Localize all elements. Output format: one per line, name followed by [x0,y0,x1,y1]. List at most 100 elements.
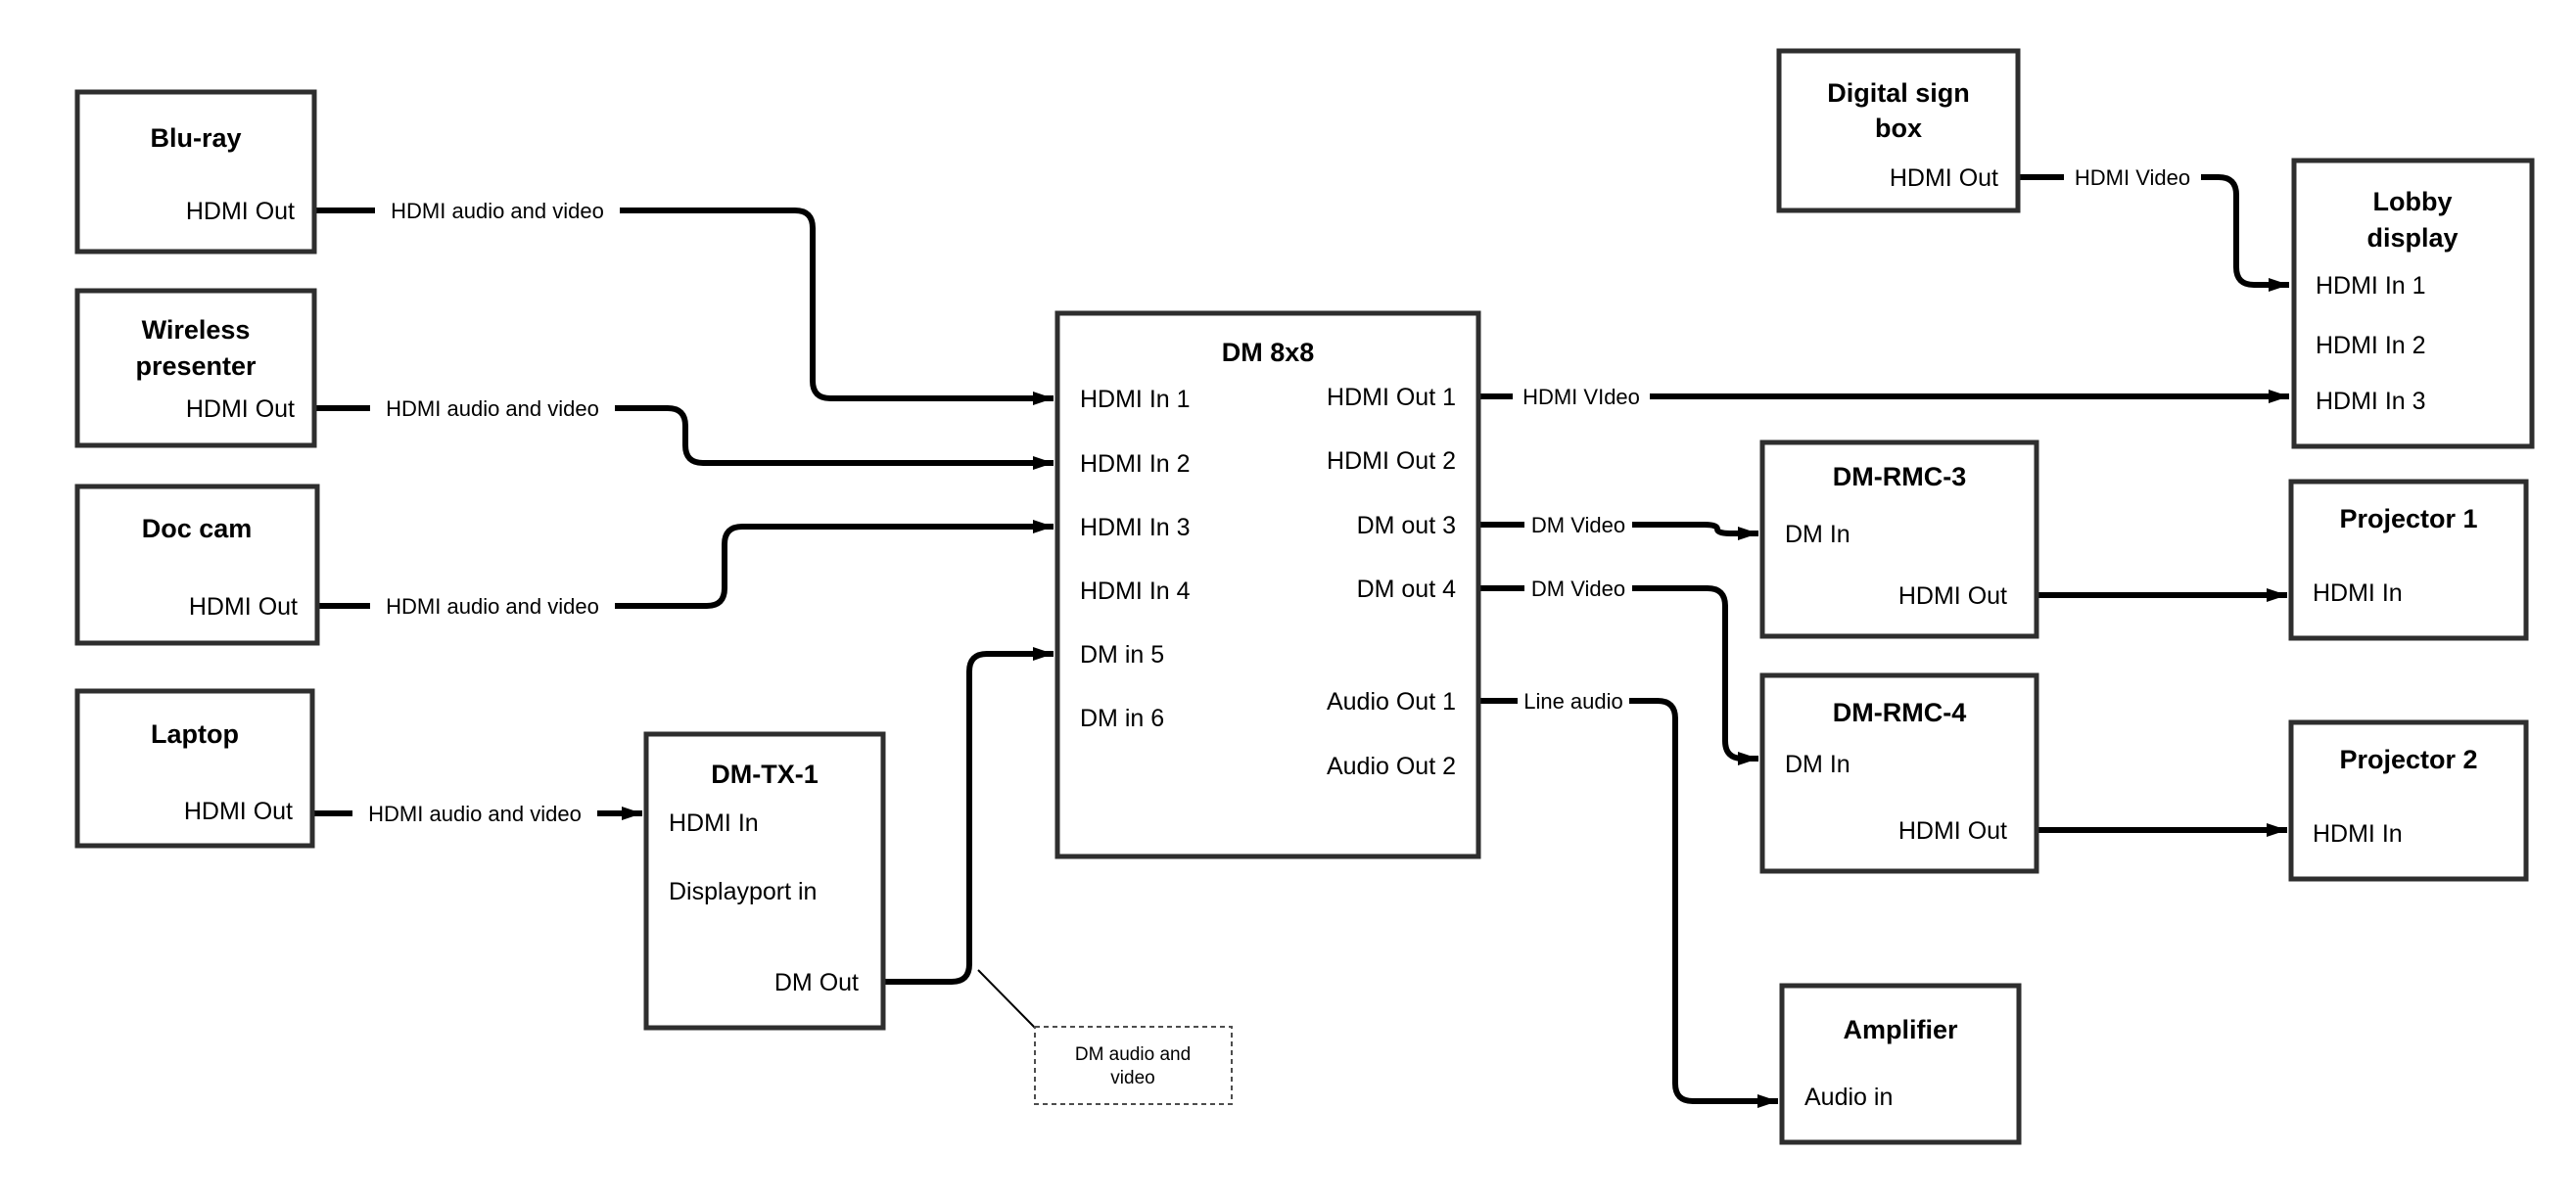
port-dm8x8-audio-out-2: Audio Out 2 [1327,753,1456,780]
node-projector-2-title: Projector 2 [2339,745,2477,774]
edge-label-wireless: HDMI audio and video [386,396,599,421]
port-dm8x8-hdmi-in-3: HDMI In 3 [1080,514,1191,541]
node-dm-8x8-title: DM 8x8 [1222,338,1315,367]
node-wireless-presenter-title: presenter [135,351,257,381]
edge-label-bg [1513,382,1650,411]
annotation-leader-line [977,969,1037,1030]
port-proj2-hdmi-in: HDMI In [2313,820,2403,848]
edge-label-bg [2064,162,2201,192]
port-dm8x8-dm-in-6: DM in 6 [1080,705,1164,732]
edge-wireless-to-dm8x8-in2 [314,405,1054,470]
edge-label-bg [375,196,620,225]
node-wireless-presenter-title: Wireless [142,315,251,345]
edge-label-bg [1524,574,1632,603]
port-dm8x8-audio-out-1: Audio Out 1 [1327,688,1456,716]
node-dm-8x8: DM 8x8 HDMI In 1 HDMI In 2 HDMI In 3 HDM… [1054,310,1481,859]
edge-label-dm-out3: DM Video [1531,513,1625,537]
node-amplifier-title: Amplifier [1843,1015,1958,1044]
port-lobby-hdmi-in-2: HDMI In 2 [2316,332,2426,359]
annotation-dm-audio-video: DM audio and video [1034,1026,1233,1105]
edge-label-digitalsign: HDMI Video [2075,165,2190,190]
port-lobby-hdmi-in-1: HDMI In 1 [2316,272,2426,300]
node-wireless-presenter-box [74,288,317,448]
node-projector-1-box [2288,479,2529,641]
port-dmtx1-displayport-in: Displayport in [669,878,817,905]
edge-label-hdmi-out1: HDMI VIdeo [1522,385,1640,409]
node-laptop: Laptop HDMI Out [74,688,315,849]
node-lobby-display-box [2291,158,2535,449]
edge-label-bg [352,799,597,828]
port-dm8x8-hdmi-in-2: HDMI In 2 [1080,450,1191,478]
node-dm-rmc-3: DM-RMC-3 DM In HDMI Out [1759,439,2039,639]
node-projector-2-box [2288,719,2529,882]
node-digital-sign-box-box [1776,48,2021,213]
node-projector-2: Projector 2 HDMI In [2288,719,2529,882]
node-projector-1-title: Projector 1 [2339,504,2477,533]
annotation-text: video [1110,1068,1154,1088]
edge-label-bg [370,393,615,423]
node-dm-rmc-4-title: DM-RMC-4 [1833,698,1966,727]
edge-bluray-to-dm8x8-in1 [314,208,1054,405]
edge-label-doccam: HDMI audio and video [386,594,599,619]
node-doc-cam-title: Doc cam [142,514,253,543]
annotation-text: DM audio and [1075,1044,1191,1065]
node-doc-cam-box [74,484,320,646]
edge-dmtx1-to-dm8x8-in5 [883,647,1054,985]
port-digitalsign-hdmi-out: HDMI Out [1890,164,1998,192]
node-dm-rmc-4: DM-RMC-4 DM In HDMI Out [1759,672,2039,874]
edge-doccam-to-dm8x8-in3 [317,520,1054,609]
port-rmc4-hdmi-out: HDMI Out [1898,817,2007,845]
port-wireless-hdmi-out: HDMI Out [186,395,295,423]
node-digital-sign-box-title: Digital sign [1827,78,1970,108]
edge-label-bluray: HDMI audio and video [391,199,604,223]
node-digital-sign-box-title: box [1875,114,1922,143]
port-dm8x8-dm-in-5: DM in 5 [1080,641,1164,669]
edge-dm8x8-audio1-to-amplifier [1478,698,1778,1108]
port-amplifier-audio-in: Audio in [1804,1084,1893,1111]
edge-digitalsign-to-lobby-in1 [2018,174,2289,292]
node-laptop-box [74,688,315,849]
port-dm8x8-hdmi-out-2: HDMI Out 2 [1327,447,1456,475]
port-dm8x8-dm-out-4: DM out 4 [1357,576,1457,603]
edge-label-bg [1518,686,1629,716]
port-rmc3-dm-in: DM In [1785,521,1850,548]
edge-label-bg [370,591,615,621]
node-lobby-display-title: Lobby [2373,187,2453,216]
node-laptop-title: Laptop [151,719,239,749]
node-doc-cam: Doc cam HDMI Out [74,484,320,646]
annotation-box [1034,1026,1233,1105]
port-dm8x8-hdmi-out-1: HDMI Out 1 [1327,384,1456,411]
edge-labels: HDMI audio and video HDMI audio and vide… [352,162,2201,828]
port-dmtx1-dm-out: DM Out [774,969,859,996]
port-dm8x8-hdmi-in-4: HDMI In 4 [1080,577,1191,605]
node-amplifier: Amplifier Audio in [1779,983,2022,1145]
node-dm-tx-1: DM-TX-1 HDMI In Displayport in DM Out [643,731,886,1031]
port-dmtx1-hdmi-in: HDMI In [669,809,759,837]
port-proj1-hdmi-in: HDMI In [2313,579,2403,607]
edge-label-audio-out1: Line audio [1523,689,1623,714]
node-lobby-display-title: display [2366,223,2458,253]
edge-dm8x8-out3-to-rmc3 [1478,522,1758,540]
node-wireless-presenter: Wireless presenter HDMI Out [74,288,317,448]
node-dm-rmc-4-box [1759,672,2039,874]
port-rmc3-hdmi-out: HDMI Out [1898,582,2007,610]
node-dm-rmc-3-title: DM-RMC-3 [1833,462,1966,491]
node-amplifier-box [1779,983,2022,1145]
port-bluray-hdmi-out: HDMI Out [186,198,295,225]
node-lobby-display: Lobby display HDMI In 1 HDMI In 2 HDMI I… [2291,158,2535,449]
node-bluray-box [74,89,317,254]
port-dm8x8-dm-out-3: DM out 3 [1357,512,1456,539]
port-laptop-hdmi-out: HDMI Out [184,798,293,825]
edge-dm8x8-out4-to-rmc4 [1478,585,1758,765]
port-doccam-hdmi-out: HDMI Out [189,593,298,621]
node-dm-tx-1-box [643,731,886,1031]
port-dm8x8-hdmi-in-1: HDMI In 1 [1080,386,1191,413]
port-lobby-hdmi-in-3: HDMI In 3 [2316,388,2426,415]
node-dm-tx-1-title: DM-TX-1 [711,760,819,789]
node-dm-rmc-3-box [1759,439,2039,639]
port-rmc4-dm-in: DM In [1785,751,1850,778]
node-bluray: Blu-ray HDMI Out [74,89,317,254]
edge-label-dm-out4: DM Video [1531,577,1625,601]
